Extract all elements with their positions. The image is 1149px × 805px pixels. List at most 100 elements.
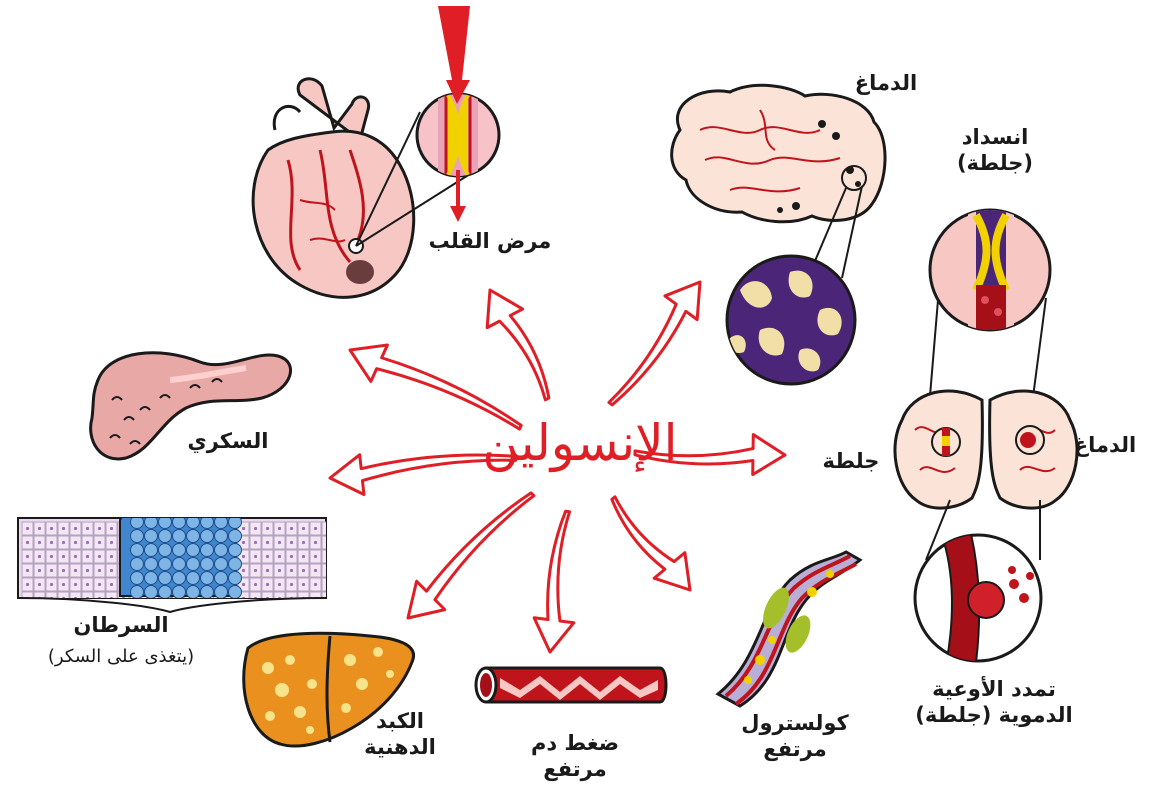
cell-nucleus <box>254 555 257 558</box>
label-line: مرتفع <box>510 756 640 782</box>
cell-nucleus <box>242 541 245 544</box>
tissue-cell <box>322 564 333 577</box>
tumor-cell <box>215 586 228 599</box>
cell-nucleus <box>110 569 113 572</box>
tumor-cell <box>131 544 144 557</box>
tissue-cell <box>322 522 333 535</box>
cell-nucleus <box>302 583 305 586</box>
cell-nucleus <box>278 541 281 544</box>
insulin-title: الإنسولين <box>450 418 710 468</box>
tumor-cell <box>215 572 228 585</box>
label-line: (يتغذى على السكر) <box>6 646 236 669</box>
cell-nucleus <box>62 583 65 586</box>
aneurysm-zoom-icon <box>915 530 1041 670</box>
label-line: ضغط دم <box>510 730 640 756</box>
cell-nucleus <box>242 555 245 558</box>
cell-nucleus <box>242 527 245 530</box>
cell-nucleus <box>98 527 101 530</box>
tumor-cell <box>215 544 228 557</box>
label-line: السرطان <box>6 612 236 638</box>
tumor-cell <box>229 502 242 515</box>
tumor-cell <box>215 502 228 515</box>
cell-nucleus <box>86 555 89 558</box>
tumor-cell <box>159 502 172 515</box>
artery-icon <box>476 668 666 702</box>
label-brain-top: الدماغ <box>836 70 936 96</box>
cell-nucleus <box>266 555 269 558</box>
cell-nucleus <box>290 583 293 586</box>
tumor-cell <box>173 502 186 515</box>
tumor-cell <box>229 544 242 557</box>
cell-nucleus <box>314 555 317 558</box>
cell-nucleus <box>302 527 305 530</box>
brain-icon <box>672 85 885 384</box>
arrow-5 <box>534 511 574 652</box>
cell-nucleus <box>50 583 53 586</box>
tumor-cell <box>229 558 242 571</box>
label-line: (جلطة) <box>940 150 1050 176</box>
tumor-cell <box>187 502 200 515</box>
cell-nucleus <box>266 527 269 530</box>
label-high-pressure: ضغط دم مرتفع <box>510 730 640 783</box>
cell-nucleus <box>98 569 101 572</box>
label-heart-disease: مرض القلب <box>400 228 580 254</box>
tissue-cell <box>322 536 333 549</box>
cell-nucleus <box>74 583 77 586</box>
tumor-cell <box>229 586 242 599</box>
label-line: الدماغ <box>1064 432 1146 458</box>
cell-nucleus <box>62 555 65 558</box>
tumor-cell <box>187 558 200 571</box>
cell-nucleus <box>290 527 293 530</box>
cell-nucleus <box>314 541 317 544</box>
tumor-cell <box>215 530 228 543</box>
tumor-cell <box>201 530 214 543</box>
cell-nucleus <box>110 541 113 544</box>
clot-zoom-icon <box>928 205 1050 420</box>
cell-nucleus <box>26 555 29 558</box>
cell-nucleus <box>50 569 53 572</box>
tumor-cell <box>201 502 214 515</box>
label-diabetes: السكري <box>168 428 288 454</box>
cell-nucleus <box>266 569 269 572</box>
arrow-8 <box>609 282 700 405</box>
label-line: تمدد الأوعية <box>904 676 1084 702</box>
tumor-cell <box>201 544 214 557</box>
label-clot: جلطة <box>808 448 894 474</box>
tumor-cell <box>159 530 172 543</box>
cell-nucleus <box>110 555 113 558</box>
cell-nucleus <box>74 555 77 558</box>
cell-nucleus <box>38 527 41 530</box>
cell-nucleus <box>278 555 281 558</box>
tumor-cell <box>187 544 200 557</box>
cell-nucleus <box>302 569 305 572</box>
tumor-cell <box>145 502 158 515</box>
cell-nucleus <box>278 583 281 586</box>
cell-nucleus <box>86 569 89 572</box>
label-aneurysm: تمدد الأوعية الدموية (جلطة) <box>904 676 1084 729</box>
cell-nucleus <box>290 569 293 572</box>
cell-nucleus <box>50 541 53 544</box>
cell-nucleus <box>26 541 29 544</box>
cell-nucleus <box>242 583 245 586</box>
cell-nucleus <box>74 527 77 530</box>
arrow-1 <box>487 290 549 400</box>
label-line: كولسترول <box>720 710 870 736</box>
cell-nucleus <box>50 555 53 558</box>
cell-nucleus <box>62 569 65 572</box>
label-line: مرض القلب <box>400 228 580 254</box>
cell-nucleus <box>74 569 77 572</box>
cell-nucleus <box>98 555 101 558</box>
cell-nucleus <box>314 527 317 530</box>
cell-nucleus <box>26 569 29 572</box>
cholesterol-vessel-icon <box>718 552 860 706</box>
label-line: الدموية (جلطة) <box>904 702 1084 728</box>
tumor-cell <box>145 572 158 585</box>
tumor-cell <box>159 558 172 571</box>
cell-nucleus <box>86 527 89 530</box>
tumor-cell <box>145 558 158 571</box>
cell-nucleus <box>254 569 257 572</box>
cell-nucleus <box>62 527 65 530</box>
cell-nucleus <box>242 569 245 572</box>
tumor-cell <box>229 572 242 585</box>
